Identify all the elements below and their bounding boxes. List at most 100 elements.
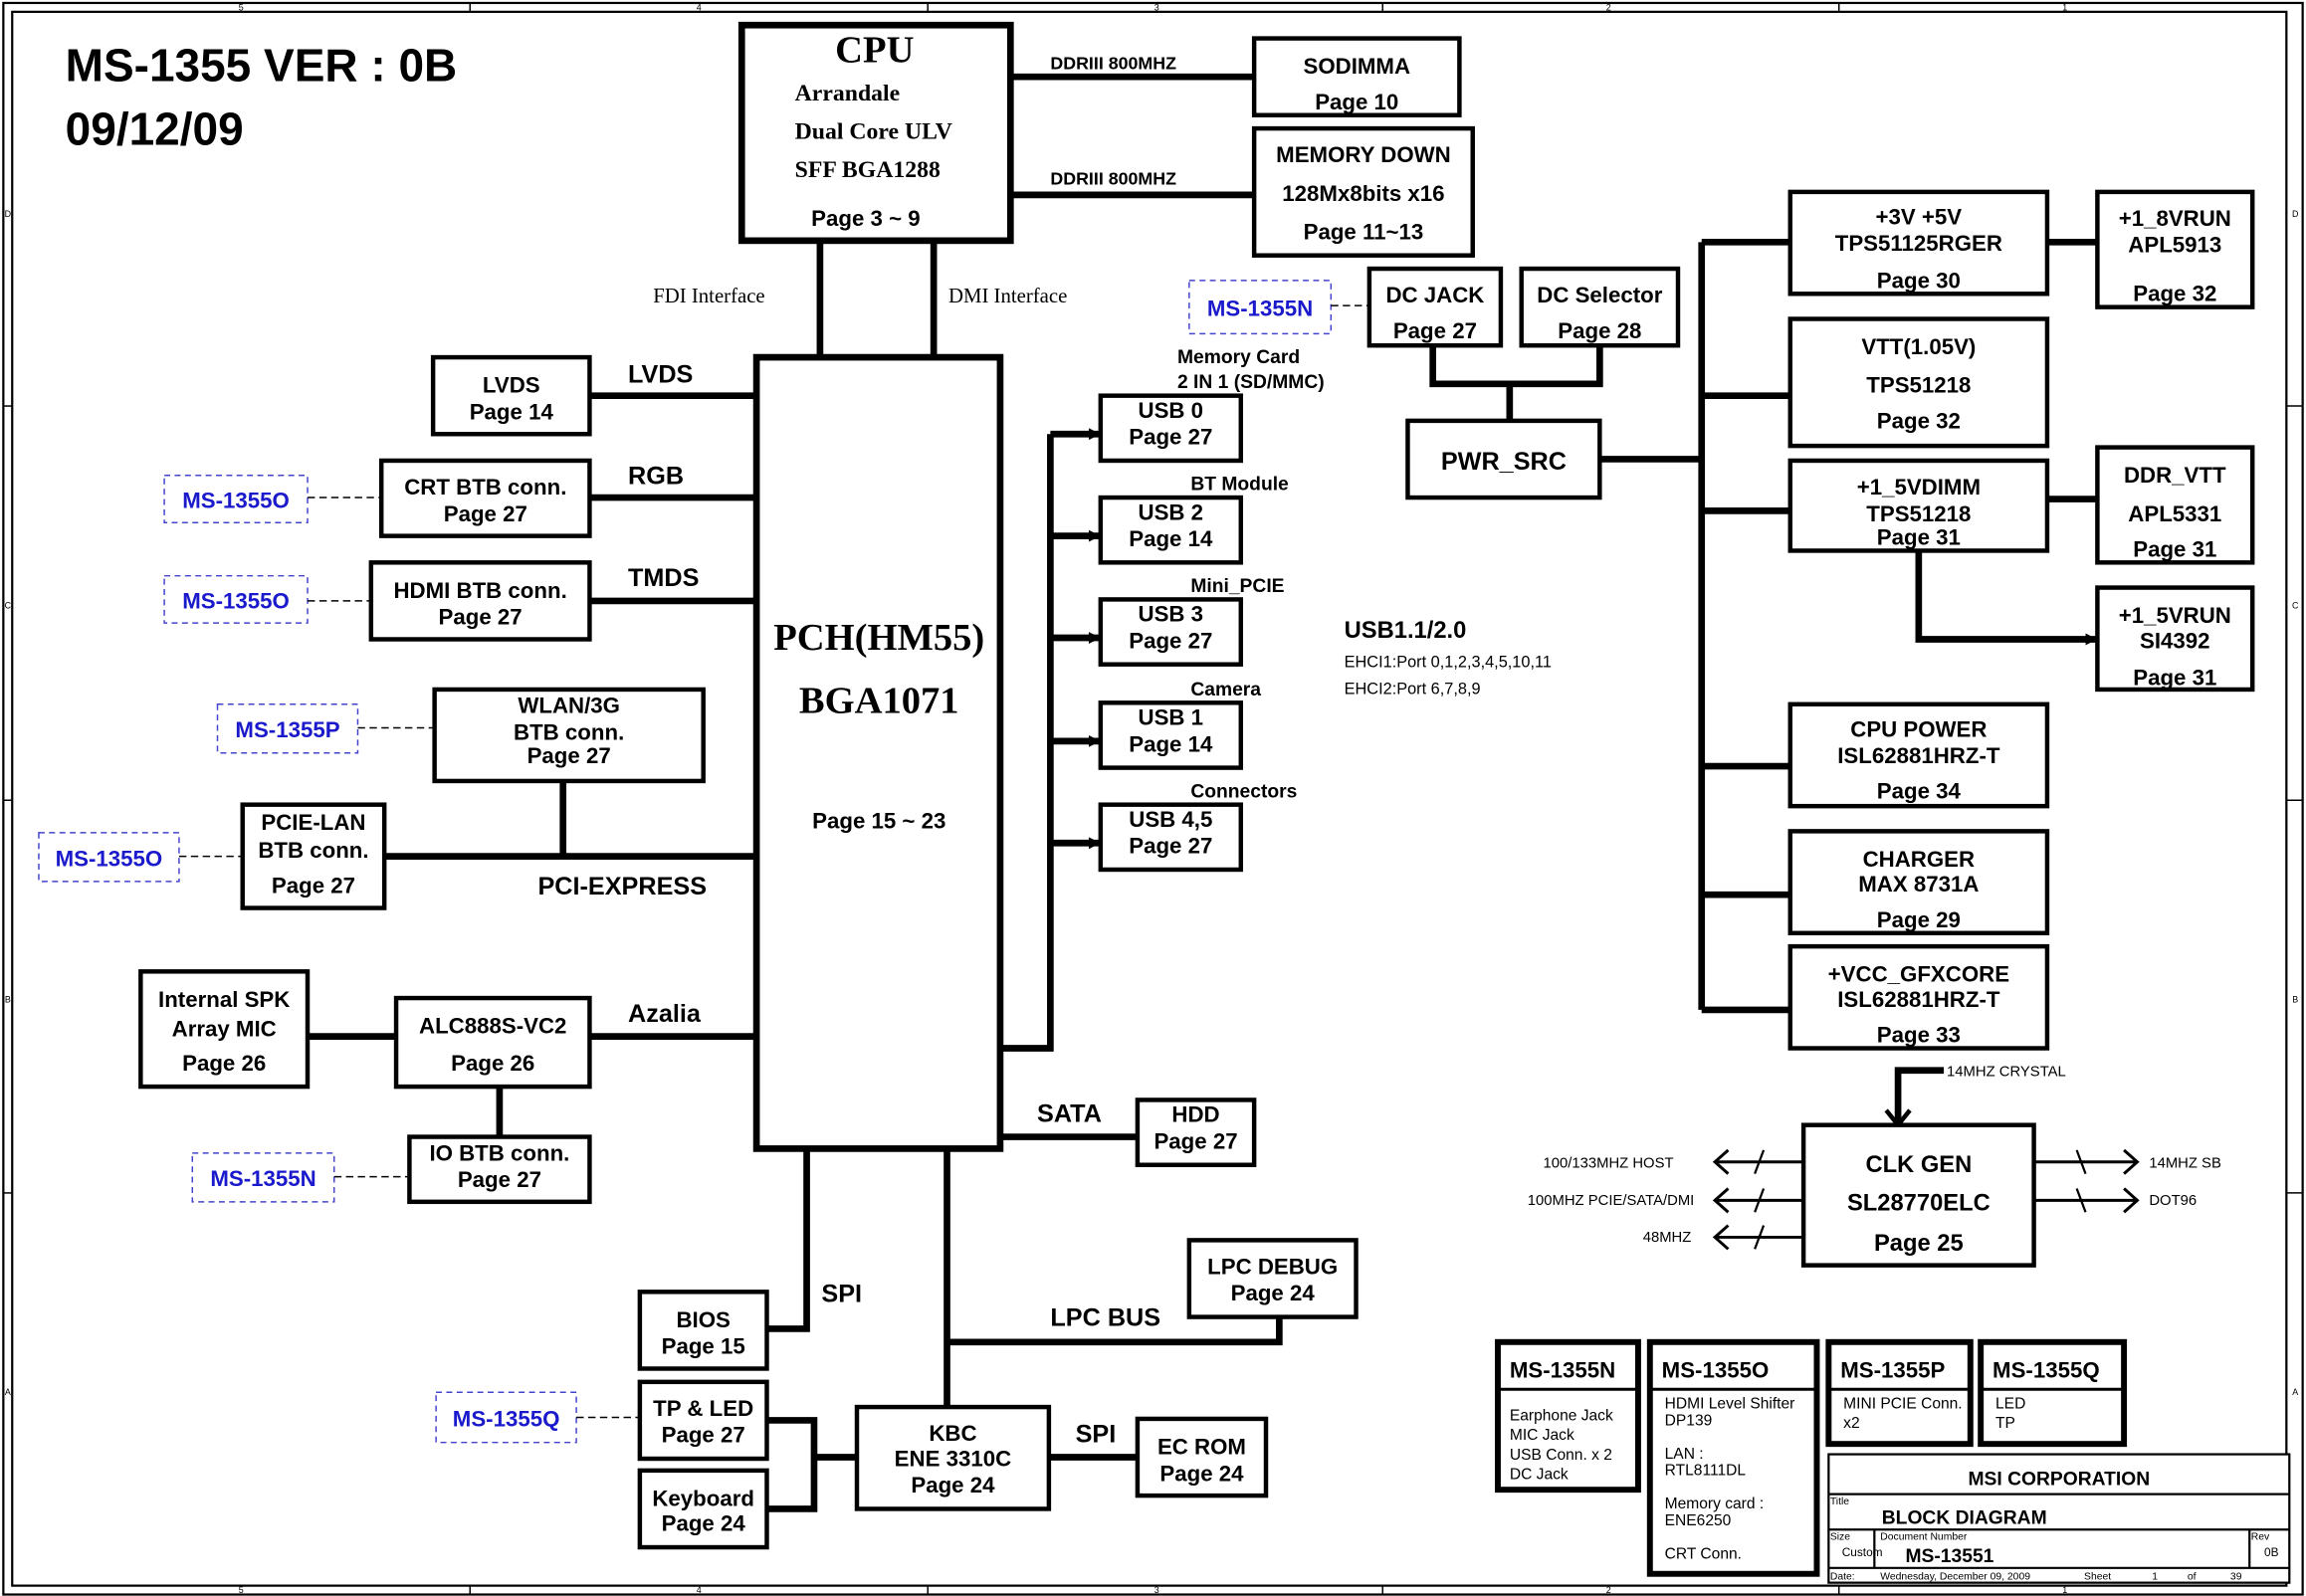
variant-tag-wlan: MS-1355P — [235, 717, 339, 742]
block-page: Page 3 ~ 9 — [811, 206, 920, 231]
wire — [1429, 345, 1603, 388]
dcjack-box — [1366, 266, 1504, 348]
label-clk_host: 100/133MHZ HOST — [1544, 1156, 1674, 1172]
arrow-icon — [1712, 1187, 1730, 1214]
zone-label: A — [2292, 1387, 2298, 1397]
variant-tag-iobtb: MS-1355N — [210, 1166, 315, 1191]
v15run-box — [2095, 585, 2255, 693]
block-line: Page 24 — [911, 1473, 995, 1497]
block-line: USB 2 — [1139, 499, 1204, 524]
arrow-icon — [1088, 632, 1101, 644]
sheet-value: 1 — [2152, 1572, 2158, 1583]
variant-table-item: HDMI Level Shifter — [1665, 1396, 1795, 1413]
block-line: Page 24 — [662, 1511, 746, 1536]
hdmi-box — [368, 560, 592, 642]
zone-label: A — [5, 1387, 11, 1397]
kbc-box — [854, 1404, 1052, 1511]
wire — [766, 1417, 818, 1512]
block-line: BTB conn. — [514, 719, 624, 744]
block-line: Internal SPK — [158, 987, 290, 1012]
block-line: Page 11~13 — [1304, 219, 1424, 244]
block-line: KBC — [929, 1421, 976, 1446]
size-label: Size — [1830, 1532, 1850, 1543]
label-usb_title: USB1.1/2.0 — [1345, 618, 1467, 644]
block-line: TPS51218 — [1866, 501, 1971, 526]
block-line: USB 0 — [1139, 398, 1204, 423]
block-line: Page 31 — [2133, 536, 2216, 561]
variant-table-item: USB Conn. x 2 — [1510, 1447, 1612, 1464]
lvds-box — [430, 354, 592, 437]
label-ddr1: DDRIII 800MHZ — [1050, 54, 1176, 74]
label-bt: BT Module — [1190, 475, 1289, 496]
block-line: Page 32 — [1877, 408, 1961, 433]
wlan-box — [432, 687, 706, 784]
arrow-icon — [1712, 1148, 1730, 1175]
block-line: APL5331 — [2128, 501, 2221, 526]
block-line: Page 26 — [182, 1051, 266, 1076]
block-line: BIOS — [676, 1307, 730, 1332]
size-value: Custom — [1842, 1545, 1883, 1559]
label-clk_48: 48MHZ — [1643, 1230, 1692, 1246]
variant-table-box — [1646, 1338, 1820, 1577]
label-memcard1: Memory Card — [1177, 347, 1300, 368]
zone-label: 3 — [1154, 2, 1159, 12]
variant-tag-box — [1188, 280, 1333, 335]
rev-value: 0B — [2264, 1545, 2279, 1559]
variant-table-item: ENE6250 — [1665, 1512, 1732, 1529]
zone-label: 4 — [697, 2, 702, 12]
spk-box — [138, 969, 311, 1090]
variant-table-item: LED — [1995, 1396, 2025, 1413]
crt-block: CRT BTB conn.Page 27 — [378, 458, 592, 538]
block-line: PCIE-LAN — [261, 810, 365, 835]
variant-table-item: DP139 — [1665, 1412, 1713, 1429]
bus-slash — [2075, 1149, 2087, 1175]
block-line: APL5913 — [2128, 233, 2221, 258]
ddrvtt-box — [2095, 445, 2255, 565]
block-line: +VCC_GFXCORE — [1828, 962, 2009, 987]
label-spi1: SPI — [821, 1281, 862, 1308]
hdmi-block: HDMI BTB conn.Page 27 — [368, 560, 592, 642]
variant-tag-crt: MS-1355O — [182, 488, 290, 512]
zone-label: 4 — [697, 1585, 702, 1595]
block-line: HDD — [1171, 1102, 1219, 1127]
zone-label: 1 — [2062, 1585, 2067, 1595]
block-line: +1_5VRUN — [2119, 603, 2231, 628]
block-line: Page 27 — [272, 874, 355, 898]
block-line: TP & LED — [653, 1396, 753, 1421]
block-line: Dual Core ULV — [795, 118, 952, 144]
zone-label: C — [2292, 600, 2299, 610]
dcsel-box — [1519, 266, 1681, 348]
block-line: Page 29 — [1877, 907, 1961, 932]
ecrom-box — [1135, 1416, 1269, 1498]
block-line: EC ROM — [1157, 1435, 1246, 1460]
block-line: ISL62881HRZ-T — [1837, 743, 2000, 768]
lan-box — [240, 802, 387, 910]
block-line: Page 26 — [451, 1051, 534, 1076]
variant-table-item: LAN : — [1665, 1446, 1704, 1463]
sheet-total: 39 — [2230, 1572, 2242, 1583]
block-line: CPU POWER — [1850, 716, 1987, 741]
block-line: Page 27 — [1129, 425, 1212, 450]
zone-label: D — [5, 209, 11, 219]
label-camera: Camera — [1190, 680, 1261, 700]
wire — [766, 1148, 810, 1332]
block-line: Page 32 — [2133, 282, 2216, 306]
wire — [1894, 1067, 1945, 1122]
zone-label: D — [2292, 209, 2298, 219]
